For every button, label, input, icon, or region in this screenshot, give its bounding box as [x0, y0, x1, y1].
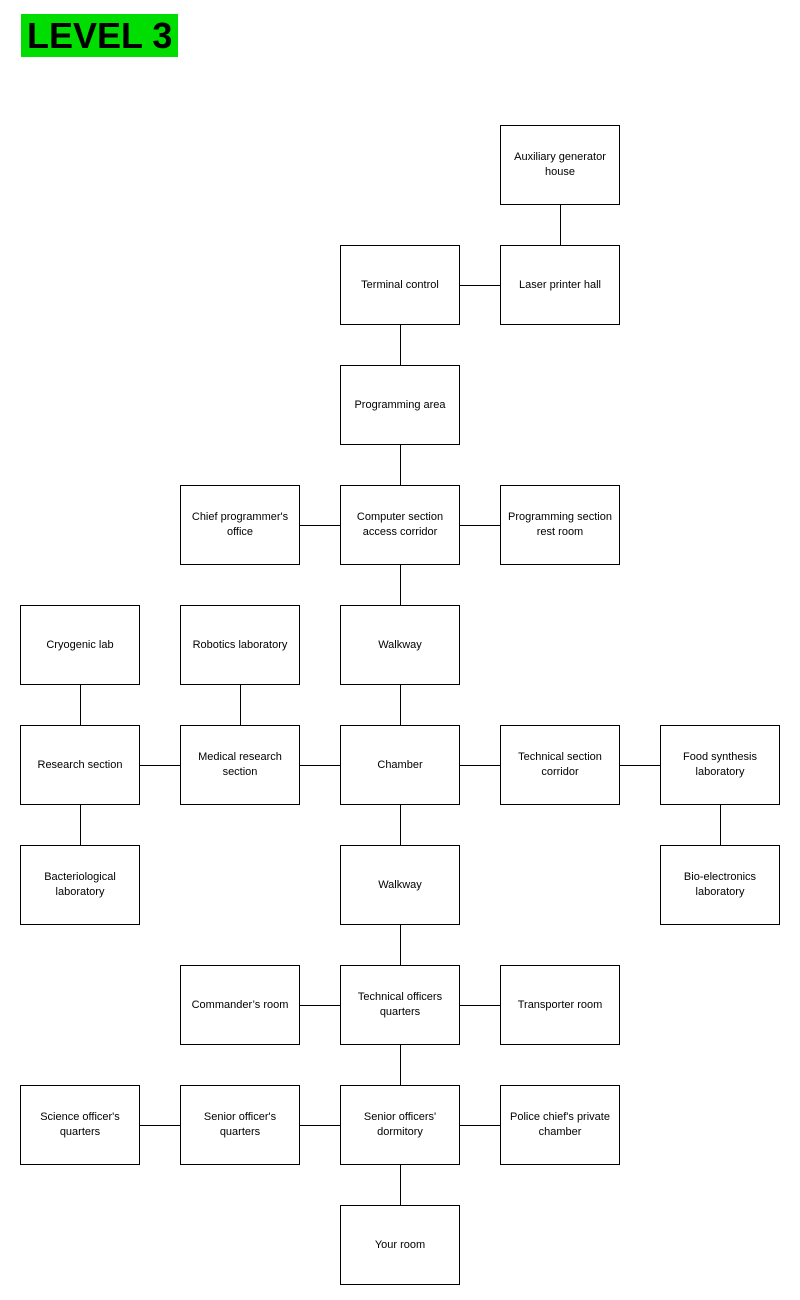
room-box-auxiliary-generator-house: Auxiliary generator house — [500, 125, 620, 205]
connector-computer-section-access-corridor--programming-section-rest-room — [460, 525, 500, 526]
room-box-police-chiefs-private-chamber: Police chief's private chamber — [500, 1085, 620, 1165]
room-label: Senior officers' dormitory — [363, 1111, 437, 1138]
connector-technical-officers-quarters--senior-officers-dormitory — [400, 1045, 401, 1085]
room-box-science-officers-quarters: Science officer's quarters — [20, 1085, 140, 1165]
connector-terminal-control--laser-printer-hall — [460, 285, 500, 286]
room-label: Chief programmer's office — [191, 511, 289, 538]
connector-computer-section-access-corridor--walkway-upper — [400, 565, 401, 605]
connector-science-officers-quarters--senior-officers-quarters — [140, 1125, 180, 1126]
level-title: LEVEL 3 — [21, 14, 179, 57]
room-box-research-section: Research section — [20, 725, 140, 805]
room-box-laser-printer-hall: Laser printer hall — [500, 245, 620, 325]
room-label: Chamber — [377, 758, 423, 771]
room-box-technical-officers-quarters: Technical officers quarters — [340, 965, 460, 1045]
connector-commanders-room--technical-officers-quarters — [300, 1005, 340, 1006]
room-label: Terminal control — [361, 278, 439, 291]
room-box-commanders-room: Commander’s room — [180, 965, 300, 1045]
room-box-chamber: Chamber — [340, 725, 460, 805]
connector-terminal-control--programming-area — [400, 325, 401, 365]
room-label: Technical officers quarters — [357, 991, 443, 1018]
room-label: Science officer's quarters — [40, 1111, 120, 1138]
room-box-medical-research-section: Medical research section — [180, 725, 300, 805]
room-box-walkway-upper: Walkway — [340, 605, 460, 685]
room-box-senior-officers-dormitory: Senior officers' dormitory — [340, 1085, 460, 1165]
room-box-bio-electronics-laboratory: Bio-electronics laboratory — [660, 845, 780, 925]
room-box-computer-section-access-corridor: Computer section access corridor — [340, 485, 460, 565]
room-box-robotics-laboratory: Robotics laboratory — [180, 605, 300, 685]
connector-robotics-laboratory--medical-research-section — [240, 685, 241, 725]
room-label: Medical research section — [198, 751, 282, 778]
connector-medical-research-section--chamber — [300, 765, 340, 766]
room-box-terminal-control: Terminal control — [340, 245, 460, 325]
room-label: Programming area — [354, 398, 446, 411]
room-label: Walkway — [378, 638, 422, 651]
room-box-senior-officers-quarters: Senior officer's quarters — [180, 1085, 300, 1165]
room-label: Cryogenic lab — [46, 638, 114, 651]
room-box-transporter-room: Transporter room — [500, 965, 620, 1045]
connector-chamber--walkway-lower — [400, 805, 401, 845]
room-box-programming-section-rest-room: Programming section rest room — [500, 485, 620, 565]
room-label: Computer section access corridor — [356, 511, 444, 538]
room-box-chief-programmers-office: Chief programmer's office — [180, 485, 300, 565]
room-label: Bio-electronics laboratory — [683, 871, 757, 898]
room-label: Laser printer hall — [519, 278, 601, 291]
connector-food-synthesis-laboratory--bio-electronics-laboratory — [720, 805, 721, 845]
room-label: Your room — [374, 1238, 426, 1251]
connector-cryogenic-lab--research-section — [80, 685, 81, 725]
connector-chamber--technical-section-corridor — [460, 765, 500, 766]
room-label: Food synthesis laboratory — [683, 751, 757, 778]
room-box-technical-section-corridor: Technical section corridor — [500, 725, 620, 805]
room-label: Commander’s room — [191, 998, 289, 1011]
connector-research-section--medical-research-section — [140, 765, 180, 766]
room-box-bacteriological-laboratory: Bacteriological laboratory — [20, 845, 140, 925]
room-label: Programming section rest room — [508, 511, 612, 538]
room-box-your-room: Your room — [340, 1205, 460, 1285]
connector-technical-officers-quarters--transporter-room — [460, 1005, 500, 1006]
connector-senior-officers-quarters--senior-officers-dormitory — [300, 1125, 340, 1126]
connector-programming-area--computer-section-access-corridor — [400, 445, 401, 485]
connector-senior-officers-dormitory--police-chiefs-private-chamber — [460, 1125, 500, 1126]
connector-senior-officers-dormitory--your-room — [400, 1165, 401, 1205]
room-label: Bacteriological laboratory — [44, 871, 116, 898]
room-label: Robotics laboratory — [192, 638, 288, 651]
room-label: Research section — [37, 758, 123, 771]
connector-auxiliary-generator-house--laser-printer-hall — [560, 205, 561, 245]
room-label: Transporter room — [517, 998, 603, 1011]
connector-walkway-upper--chamber — [400, 685, 401, 725]
room-box-cryogenic-lab: Cryogenic lab — [20, 605, 140, 685]
connector-technical-section-corridor--food-synthesis-laboratory — [620, 765, 660, 766]
connector-chief-programmers-office--computer-section-access-corridor — [300, 525, 340, 526]
room-label: Auxiliary generator house — [514, 151, 606, 178]
room-box-walkway-lower: Walkway — [340, 845, 460, 925]
room-box-programming-area: Programming area — [340, 365, 460, 445]
room-label: Technical section corridor — [518, 751, 602, 778]
connector-research-section--bacteriological-laboratory — [80, 805, 81, 845]
room-label: Police chief's private chamber — [510, 1111, 610, 1138]
connector-walkway-lower--technical-officers-quarters — [400, 925, 401, 965]
room-box-food-synthesis-laboratory: Food synthesis laboratory — [660, 725, 780, 805]
room-label: Senior officer's quarters — [203, 1111, 277, 1138]
room-label: Walkway — [378, 878, 422, 891]
